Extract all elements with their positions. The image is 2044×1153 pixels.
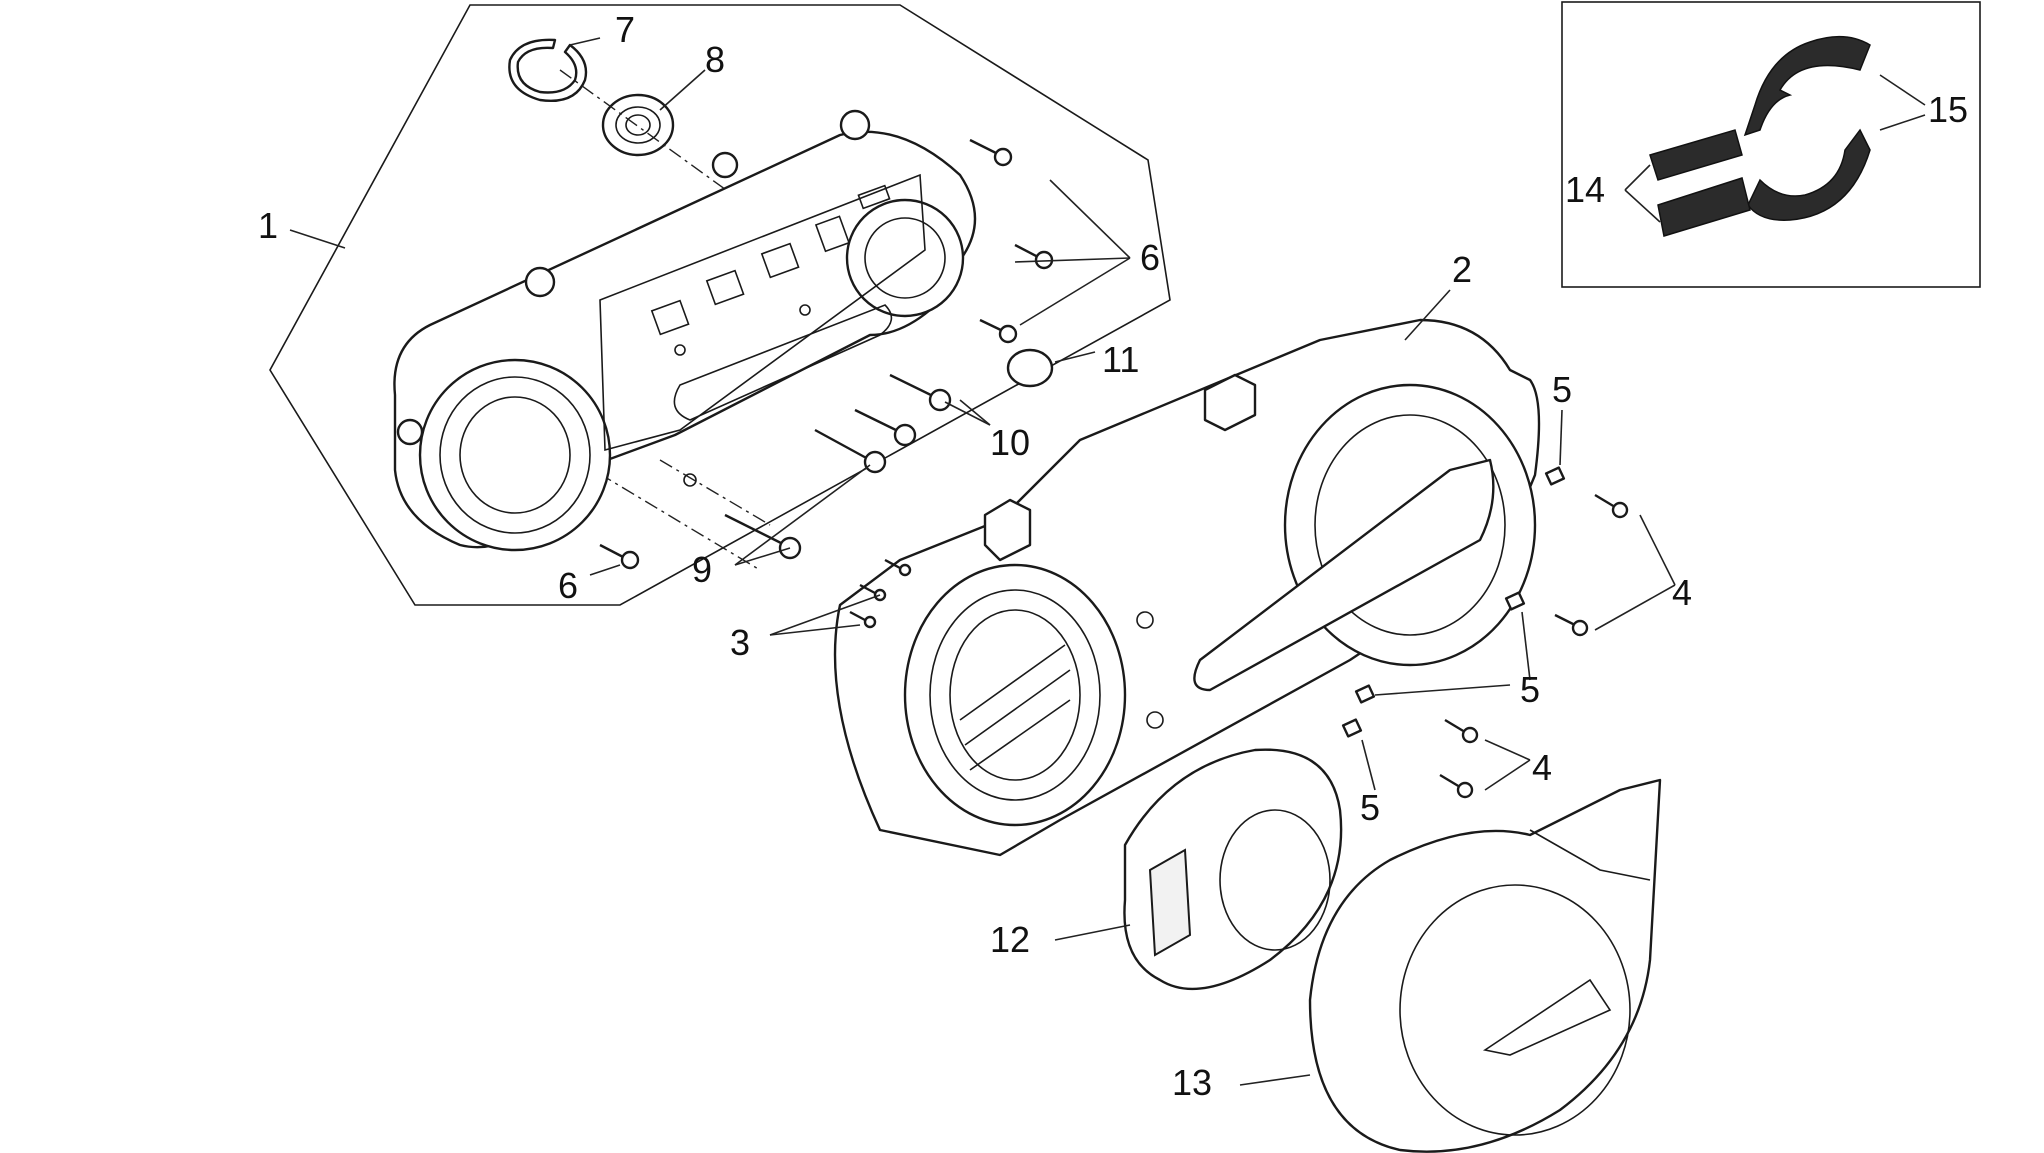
trim-cover-part: [1308, 778, 1662, 1153]
assembly-group-outline: [269, 4, 1171, 606]
drive-belt-part: [1743, 35, 1871, 221]
callout-7: 7: [615, 9, 635, 50]
callout-5a: 5: [1552, 369, 1572, 410]
callout-2: 2: [1452, 249, 1472, 290]
leader-lines: [289, 37, 1926, 1086]
inset-box: [1561, 1, 1981, 288]
callout-4b: 4: [1532, 747, 1552, 788]
callout-11: 11: [1102, 339, 1139, 380]
callout-5c: 5: [1360, 787, 1380, 828]
callout-14: 14: [1565, 169, 1605, 210]
bearing-part: [601, 93, 675, 157]
circlip-part: [508, 38, 588, 102]
callout-6a: 6: [1140, 237, 1160, 278]
plug-cap-part: [1006, 348, 1054, 388]
callout-4a: 4: [1672, 572, 1692, 613]
callout-3: 3: [730, 622, 750, 663]
callout-6b: 6: [558, 565, 578, 606]
axis-line-3: [659, 459, 771, 526]
callout-labels: 1 2 3 4 4 5 5 5 6 6 7 8 9 10 11 12 13 14…: [258, 9, 1968, 1103]
callout-5b: 5: [1520, 669, 1540, 710]
callout-15: 15: [1928, 89, 1968, 130]
callout-8: 8: [705, 39, 725, 80]
callout-12: 12: [990, 919, 1030, 960]
callout-1: 1: [258, 205, 278, 246]
callout-9: 9: [692, 549, 712, 590]
outer-cover-part: [393, 109, 977, 552]
callout-13: 13: [1172, 1062, 1212, 1103]
screws-group: [599, 138, 1629, 799]
small-cover-part: [1123, 748, 1343, 991]
inner-cover-part: [833, 318, 1541, 857]
callout-10: 10: [990, 422, 1030, 463]
slider-blocks-part: [1649, 129, 1751, 237]
